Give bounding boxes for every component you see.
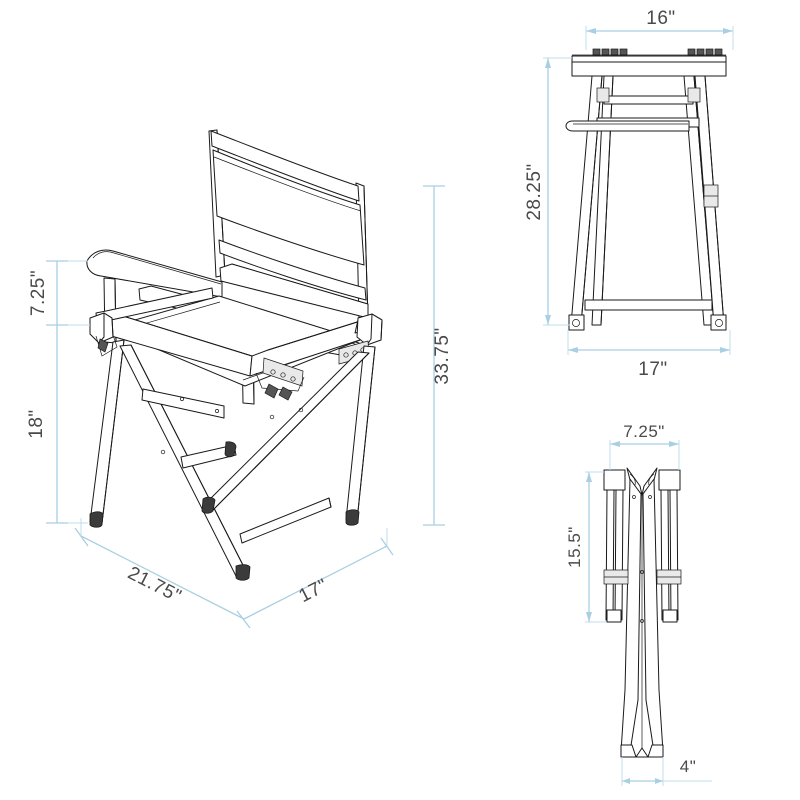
dimension-label-side-height: 28.25" [524,163,545,220]
dimension-overall-width: 17" [236,528,394,629]
dimension-seat-top-width: 16" [585,8,734,50]
dimension-label-overall-height: 33.75" [432,327,453,384]
side-top-hardware [572,48,726,56]
dimension-base-width: 17" [567,330,731,380]
dimension-label-folded-width: 7.25" [623,422,665,441]
dimension-seat-height: 18" [26,325,88,524]
dimension-folded-upper-height: 15.5" [565,471,606,623]
dimension-label-armrest-height: 7.25" [28,270,49,316]
leg-frame [89,339,376,581]
dimension-label-base-width: 17" [638,359,667,380]
dimension-label-seat-top-width: 16" [646,8,675,29]
dimension-armrest-height: 7.25" [28,260,90,326]
side-view-dimensions: 16" 28.25" 17" [524,8,734,380]
perspective-view [86,129,383,581]
seat-hinge-hardware [255,340,370,401]
folded-view-dimensions: 7.25" 15.5" 4" [565,422,712,786]
seat-corner-gussets [95,334,118,357]
seat-frame [89,287,383,377]
folded-view [603,467,682,758]
side-elevation-view [565,48,727,331]
dimension-folded-width: 7.25" [609,422,680,470]
dimension-overall-height: 33.75" [423,185,453,526]
dimension-label-seat-height: 18" [26,409,47,438]
chair-back [208,129,369,322]
dimension-label-overall-depth: 21.75" [124,563,185,608]
dimension-label-overall-width: 17" [296,575,332,607]
dimension-side-height: 28.25" [524,57,572,326]
dimension-label-folded-foot-width: 4" [680,757,697,776]
dimension-folded-foot-width: 4" [621,757,712,786]
dimension-label-folded-upper-height: 15.5" [565,526,584,568]
